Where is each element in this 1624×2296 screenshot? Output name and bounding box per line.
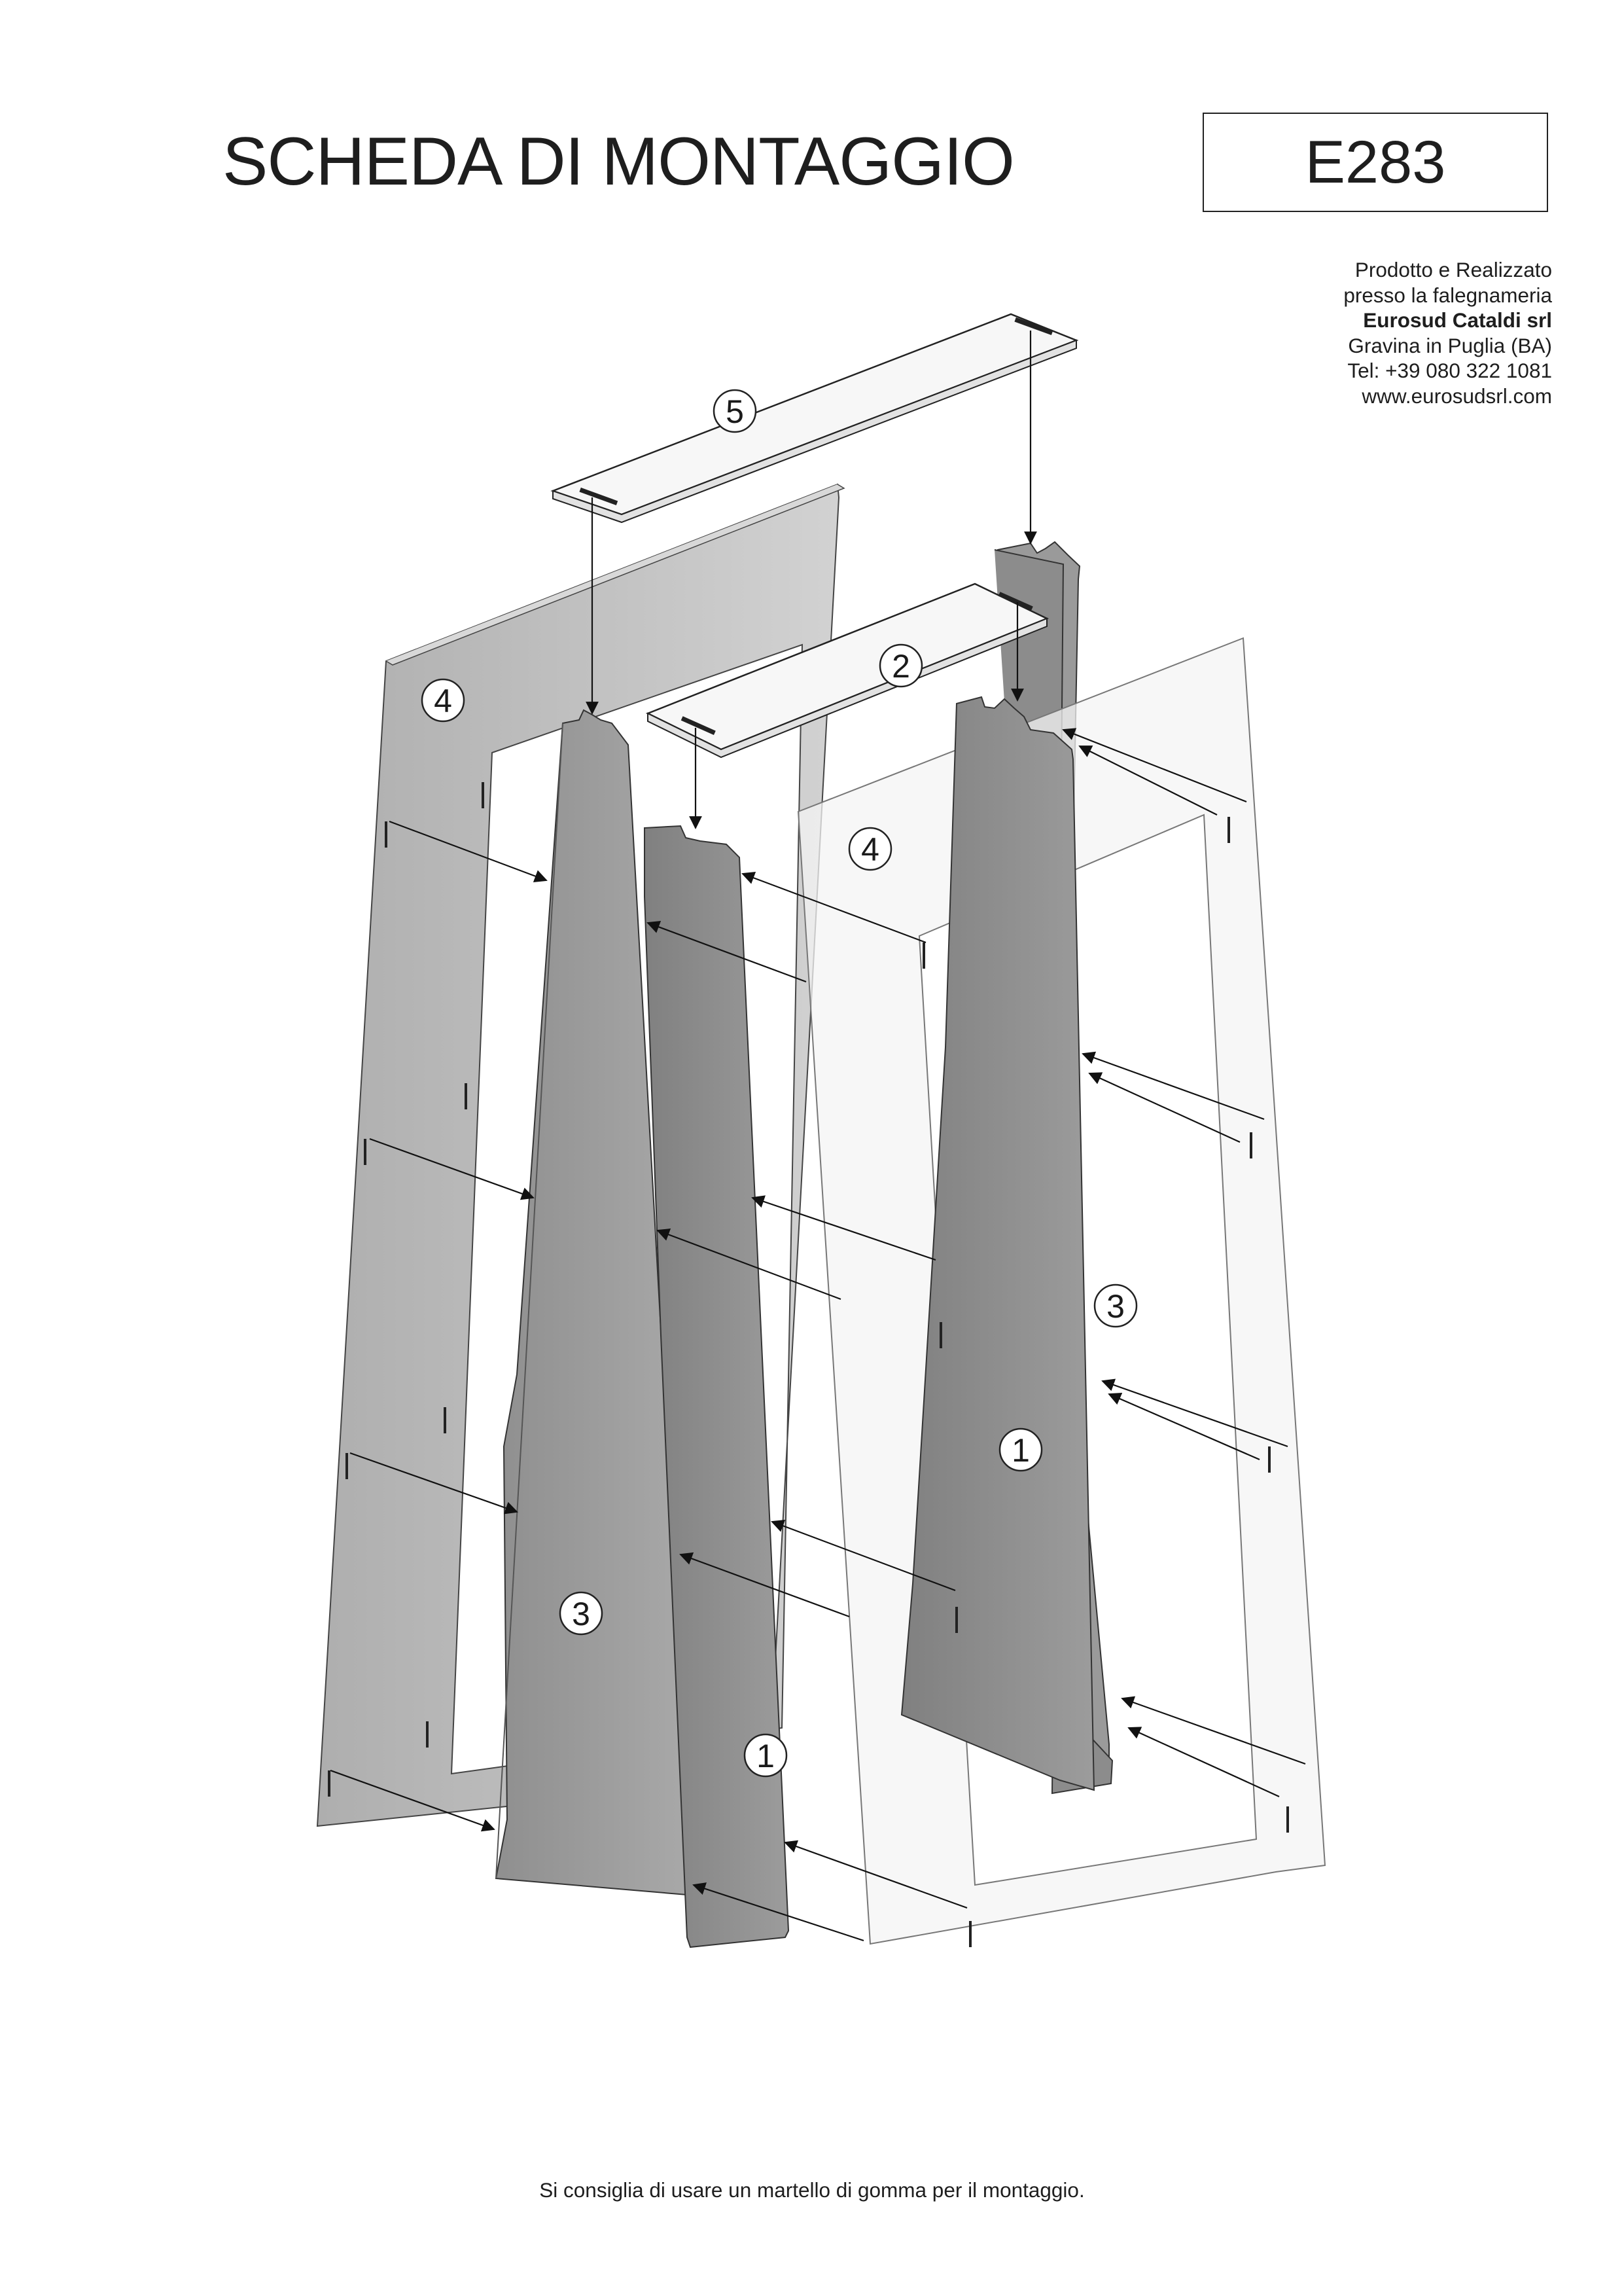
part-labels: 5 2 4 4 3 3 1 1	[421, 389, 1138, 1778]
footer-note: Si consiglia di usare un martello di gom…	[539, 2178, 1085, 2202]
center-panel-left	[644, 825, 790, 1948]
label-wing-right: 3	[1093, 1283, 1138, 1328]
svg-text:4: 4	[434, 683, 452, 719]
maker-website: www.eurosudsrl.com	[1362, 384, 1552, 408]
center-panel-right	[900, 696, 1095, 1791]
svg-text:2: 2	[892, 648, 910, 685]
maker-phone: Tel: +39 080 322 1081	[1347, 359, 1552, 382]
panel-slots	[328, 782, 1289, 1947]
maker-company: Eurosud Cataldi srl	[1363, 308, 1552, 332]
shelf-top	[550, 313, 1079, 524]
maker-line-1: Prodotto e Realizzato	[1354, 258, 1552, 281]
label-shelf-middle: 2	[879, 643, 923, 688]
maker-line-2: presso la falegnameria	[1343, 283, 1552, 307]
label-shelf-top: 5	[713, 389, 757, 433]
assembly-arrows	[330, 331, 1306, 1942]
manufacturer-info: Prodotto e Realizzato presso la falegnam…	[1343, 257, 1552, 408]
svg-text:4: 4	[861, 831, 879, 868]
page-title: SCHEDA DI MONTAGGIO	[222, 124, 1015, 200]
product-code: E283	[1203, 113, 1548, 212]
svg-text:1: 1	[756, 1738, 775, 1774]
label-center-left: 1	[743, 1733, 788, 1778]
label-wing-left: 3	[559, 1591, 603, 1636]
svg-text:3: 3	[1106, 1288, 1125, 1325]
svg-text:5: 5	[726, 393, 744, 430]
label-center-right: 1	[998, 1427, 1043, 1472]
shelf-middle	[645, 583, 1050, 759]
svg-text:3: 3	[572, 1596, 590, 1632]
label-side-front: 4	[848, 827, 892, 871]
label-side-back: 4	[421, 678, 465, 723]
svg-text:1: 1	[1012, 1432, 1030, 1469]
maker-city: Gravina in Puglia (BA)	[1348, 333, 1552, 357]
